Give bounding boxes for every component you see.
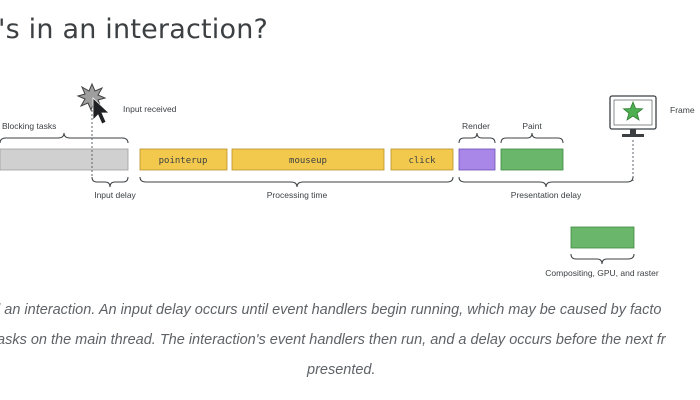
frame-label: Frame (670, 105, 695, 115)
compositing-bar (570, 226, 635, 249)
render-bar (458, 148, 496, 171)
paint-label: Paint (522, 121, 542, 131)
processing-time-label: Processing time (267, 190, 328, 200)
presentation-delay-brace (458, 176, 634, 188)
click-bar (390, 148, 454, 171)
monitor-base (622, 134, 644, 137)
click-label: click (408, 156, 436, 166)
compositing-brace (570, 253, 635, 265)
input-delay-brace (91, 176, 129, 188)
input-delay-label: Input delay (94, 190, 136, 200)
star-icon (622, 100, 644, 121)
blocking-tasks-label: Blocking tasks (2, 121, 56, 131)
pointerup-bar (139, 148, 228, 171)
caption-line-3: presented. (307, 362, 376, 378)
pointerup-label: pointerup (159, 156, 208, 166)
paint-bar (500, 148, 564, 171)
render-brace (458, 132, 496, 144)
interaction-diagram: Blocking tasks Input received pointerup … (0, 82, 695, 278)
paint-brace (500, 132, 564, 144)
input-received-label: Input received (123, 104, 177, 114)
presentation-delay-label: Presentation delay (511, 190, 582, 200)
render-label: Render (462, 121, 490, 131)
mouseup-bar (231, 148, 385, 171)
mouseup-label: mouseup (289, 156, 327, 166)
compositing-label: Compositing, GPU, and raster (545, 268, 659, 278)
blocking-tasks-bar (0, 148, 129, 171)
monitor-neck (630, 129, 636, 134)
caption-line-1: l an interaction. An input delay occurs … (0, 302, 662, 318)
cursor-icon (92, 97, 111, 125)
processing-time-brace (139, 176, 454, 188)
blocking-tasks-brace (0, 132, 129, 144)
caption-line-2: asks on the main thread. The interaction… (0, 332, 666, 348)
page-title: 's in an interaction? (0, 14, 269, 45)
